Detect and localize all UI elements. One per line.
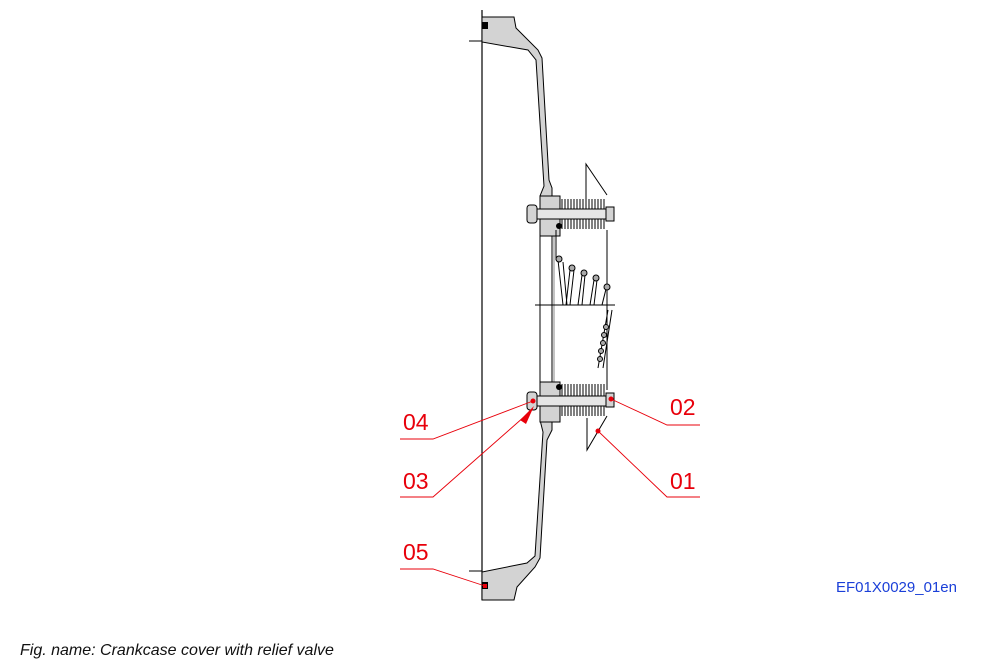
upper-bolt-head	[526, 204, 538, 224]
callout-leaders	[400, 398, 700, 587]
callout-03: 03	[403, 468, 429, 494]
figure-code: EF01X0029_01en	[836, 579, 957, 596]
valve-disc	[597, 309, 613, 369]
upper-deflector	[585, 162, 608, 199]
figure-caption: Fig. name: Crankcase cover with relief v…	[20, 642, 334, 659]
upper-cooling-fins	[561, 199, 605, 229]
lower-bolt-shank	[534, 395, 614, 407]
callout-04: 04	[403, 409, 429, 435]
callout-05: 05	[403, 539, 429, 565]
upper-bolt-nut	[605, 206, 615, 222]
upper-bolt-shank	[534, 208, 614, 220]
seal-top	[482, 22, 488, 29]
valve-springs	[555, 255, 611, 306]
lower-oring	[556, 384, 562, 390]
upper-oring	[556, 223, 562, 229]
lower-deflector	[586, 415, 608, 452]
callout-01: 01	[670, 468, 696, 494]
callout-markers	[520, 396, 614, 434]
lower-cooling-fins	[561, 384, 605, 416]
callout-02: 02	[670, 394, 696, 420]
